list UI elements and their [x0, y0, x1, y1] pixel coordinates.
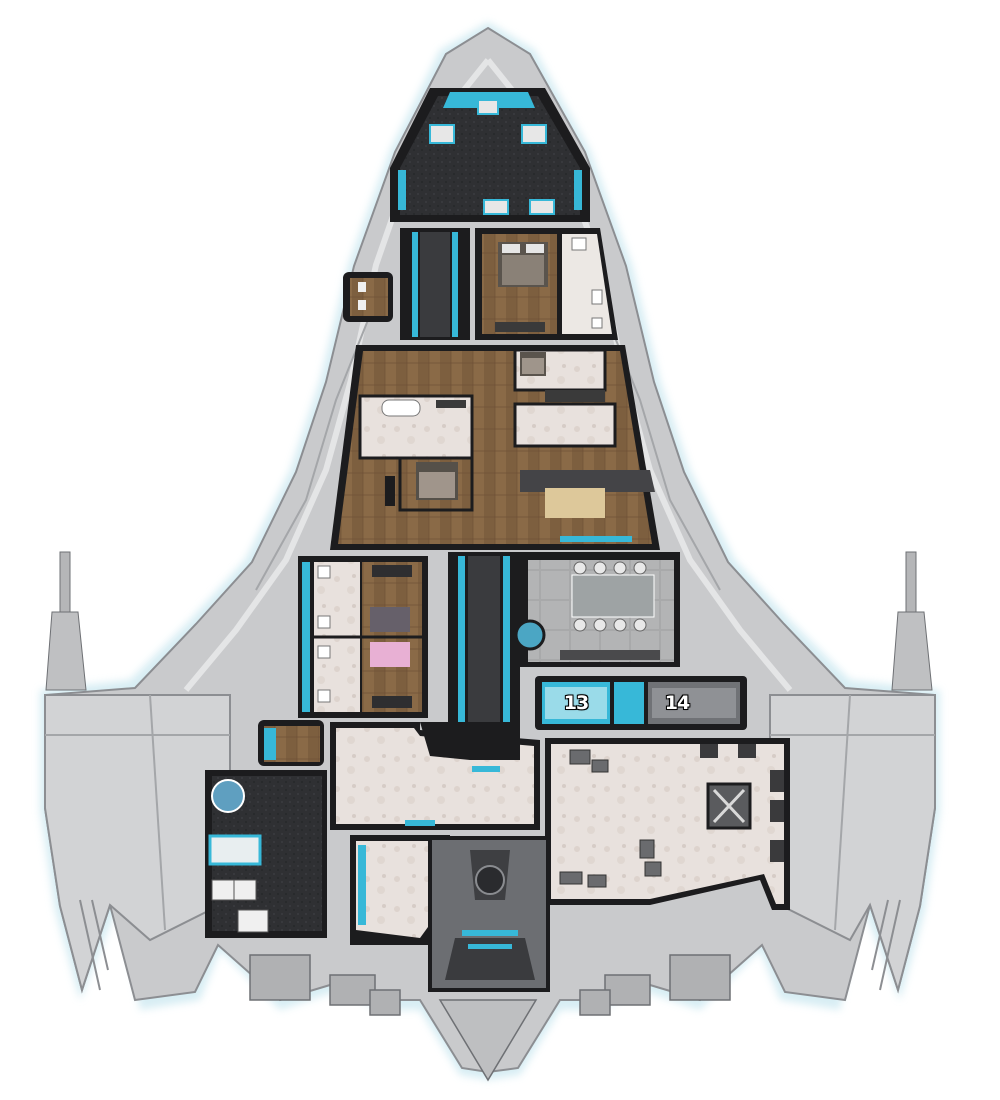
bed-icon — [370, 607, 410, 667]
cargo-bay — [545, 738, 790, 910]
captain-quarters — [475, 228, 618, 340]
toilet-icon — [317, 565, 331, 703]
console-icon — [429, 99, 555, 215]
bed-icon — [520, 352, 546, 376]
bed-icon — [498, 242, 548, 287]
toilet-icon — [571, 237, 603, 329]
bridge — [390, 88, 590, 222]
engine-icon — [428, 836, 550, 992]
corridor-lower — [448, 552, 520, 730]
mess-hall — [514, 552, 680, 667]
table-icon — [571, 561, 655, 632]
central-hall — [330, 722, 540, 830]
small-cabin — [258, 720, 324, 766]
medbay — [205, 770, 327, 938]
room-label-13: 13 — [563, 692, 589, 714]
lower-left-cabins — [298, 556, 428, 718]
rooms-13-14 — [535, 676, 747, 730]
bathtub-icon — [381, 399, 421, 417]
room-label-14: 14 — [664, 692, 690, 714]
engine-room — [350, 835, 550, 992]
corridor-upper — [400, 228, 470, 340]
side-pod — [343, 272, 393, 322]
mid-quarters — [330, 345, 660, 550]
bed-icon — [416, 462, 458, 500]
